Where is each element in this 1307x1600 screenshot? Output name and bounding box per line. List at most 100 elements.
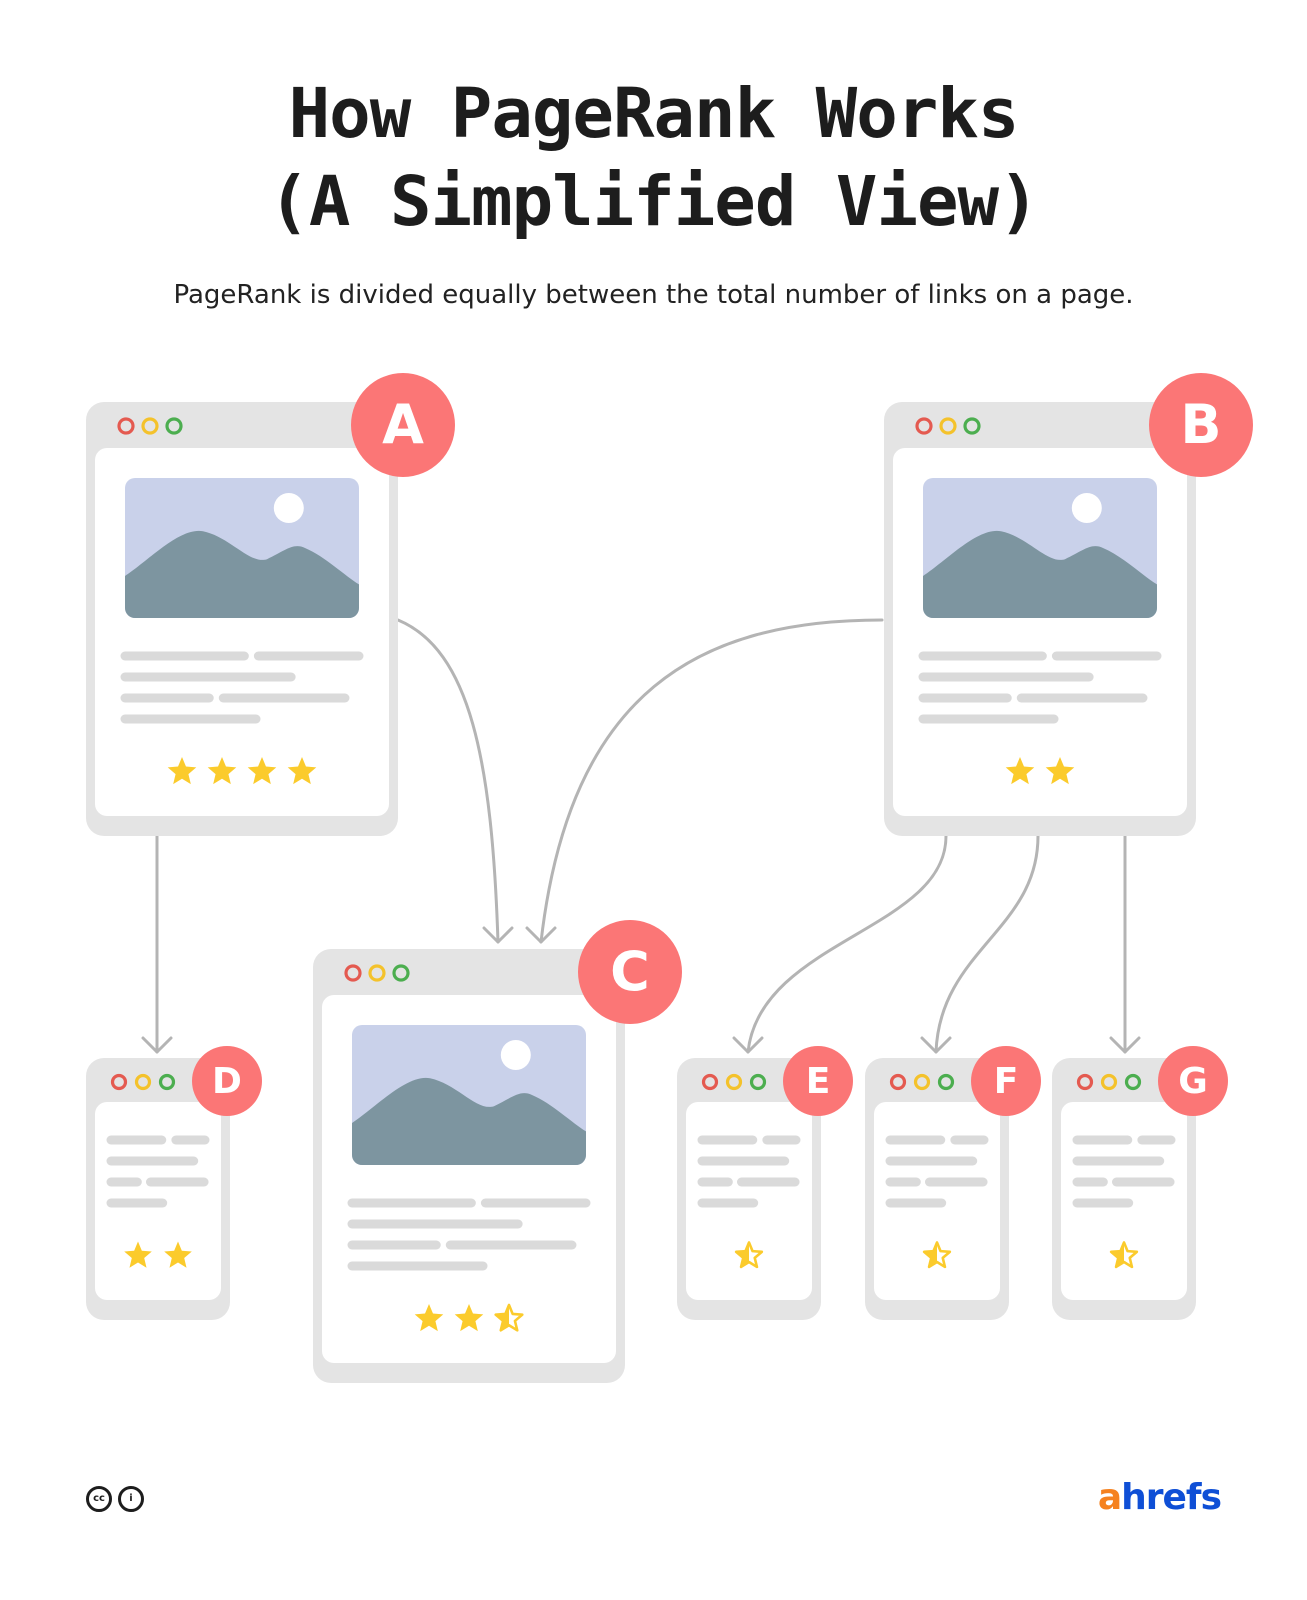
rating-stars — [167, 757, 317, 785]
half-star-outline — [734, 1241, 764, 1269]
rating-stars — [734, 1241, 764, 1269]
rating-stars — [1109, 1241, 1139, 1269]
dot-green-icon — [1124, 1073, 1142, 1091]
text-lines — [106, 1135, 210, 1208]
half-star-outline — [1109, 1241, 1139, 1269]
half-star-outline — [922, 1241, 952, 1269]
pages-layer: A B C D E F G — [86, 373, 1253, 1383]
arrowhead — [732, 1036, 764, 1054]
page-a: A — [86, 373, 455, 836]
attribution-icon: i — [118, 1486, 144, 1512]
link-b-to-e — [732, 834, 948, 1054]
link-a-to-c — [396, 618, 514, 944]
half-star-outline — [494, 1303, 524, 1332]
title-line-2: (A Simplified View) — [268, 162, 1039, 242]
star-icon — [167, 757, 197, 785]
dot-green-icon — [392, 964, 410, 982]
logo-accent: a — [1097, 1477, 1122, 1518]
dot-red-icon — [344, 964, 362, 982]
rating-stars — [414, 1303, 524, 1332]
dot-yellow-icon — [1100, 1073, 1118, 1091]
cc-icon: cc — [86, 1486, 112, 1512]
arrowhead — [482, 926, 514, 944]
dot-red-icon — [1076, 1073, 1094, 1091]
star-icon — [247, 757, 277, 785]
arrowhead — [920, 1036, 952, 1054]
star-icon — [207, 757, 237, 785]
dot-green-icon — [165, 417, 183, 435]
badge-label-d: D — [212, 1061, 242, 1102]
badge-label-f: F — [994, 1061, 1019, 1102]
badge-c — [578, 920, 682, 1024]
badge-d — [192, 1046, 262, 1116]
star-icon — [414, 1304, 444, 1332]
page-b: B — [884, 373, 1253, 836]
badge-e — [783, 1046, 853, 1116]
image-placeholder-icon — [352, 1025, 586, 1165]
dot-yellow-icon — [913, 1073, 931, 1091]
badge-a — [351, 373, 455, 477]
dot-yellow-icon — [134, 1073, 152, 1091]
badge-f — [971, 1046, 1041, 1116]
half-star-icon — [923, 1241, 937, 1268]
dot-red-icon — [915, 417, 933, 435]
page-title: How PageRank Works (A Simplified View) — [0, 70, 1307, 246]
star-icon — [1045, 757, 1075, 785]
image-placeholder-icon — [923, 478, 1157, 618]
star-icon — [164, 1241, 192, 1268]
half-star-icon — [735, 1241, 749, 1268]
rating-stars — [922, 1241, 952, 1269]
star-icon — [287, 757, 317, 785]
text-lines — [120, 651, 364, 724]
ahrefs-logo: ahrefs — [1097, 1477, 1222, 1518]
dot-yellow-icon — [725, 1073, 743, 1091]
badge-g — [1158, 1046, 1228, 1116]
star-icon — [1005, 757, 1035, 785]
rating-stars — [124, 1241, 192, 1268]
link-b-to-f — [920, 834, 1040, 1054]
subtitle: PageRank is divided equally between the … — [173, 280, 1134, 310]
dot-red-icon — [110, 1073, 128, 1091]
dot-yellow-icon — [141, 417, 159, 435]
dot-green-icon — [158, 1073, 176, 1091]
text-lines — [697, 1135, 801, 1208]
title-line-1: How PageRank Works — [288, 74, 1020, 154]
half-star-icon — [1110, 1241, 1124, 1268]
arrowhead — [1109, 1036, 1141, 1054]
text-lines — [918, 651, 1162, 724]
page-g: G — [1052, 1046, 1228, 1320]
dot-green-icon — [749, 1073, 767, 1091]
text-lines — [347, 1198, 591, 1271]
text-lines — [885, 1135, 989, 1208]
dot-green-icon — [937, 1073, 955, 1091]
badge-label-e: E — [806, 1061, 831, 1102]
license-icons: cc i — [86, 1486, 144, 1512]
star-icon — [124, 1241, 152, 1268]
link-a-to-d — [141, 834, 173, 1054]
dot-red-icon — [117, 417, 135, 435]
link-b-to-c — [525, 618, 884, 944]
dot-green-icon — [963, 417, 981, 435]
page-d: D — [86, 1046, 262, 1320]
arrowhead — [141, 1036, 173, 1054]
links-layer — [141, 618, 1141, 1054]
page-c: C — [313, 920, 682, 1383]
badge-label-c: C — [610, 940, 650, 1003]
text-lines — [1072, 1135, 1176, 1208]
rating-stars — [1005, 757, 1075, 785]
badge-label-g: G — [1178, 1061, 1208, 1102]
image-placeholder-icon — [125, 478, 359, 618]
dot-red-icon — [889, 1073, 907, 1091]
star-icon — [454, 1304, 484, 1332]
arrowhead — [525, 926, 557, 944]
link-b-to-g — [1109, 834, 1141, 1054]
badge-label-a: A — [382, 393, 424, 456]
dot-yellow-icon — [939, 417, 957, 435]
page-f: F — [865, 1046, 1041, 1320]
dot-red-icon — [701, 1073, 719, 1091]
logo-rest: hrefs — [1121, 1477, 1222, 1518]
badge-label-b: B — [1180, 393, 1221, 456]
badge-b — [1149, 373, 1253, 477]
half-star-icon — [494, 1304, 509, 1332]
